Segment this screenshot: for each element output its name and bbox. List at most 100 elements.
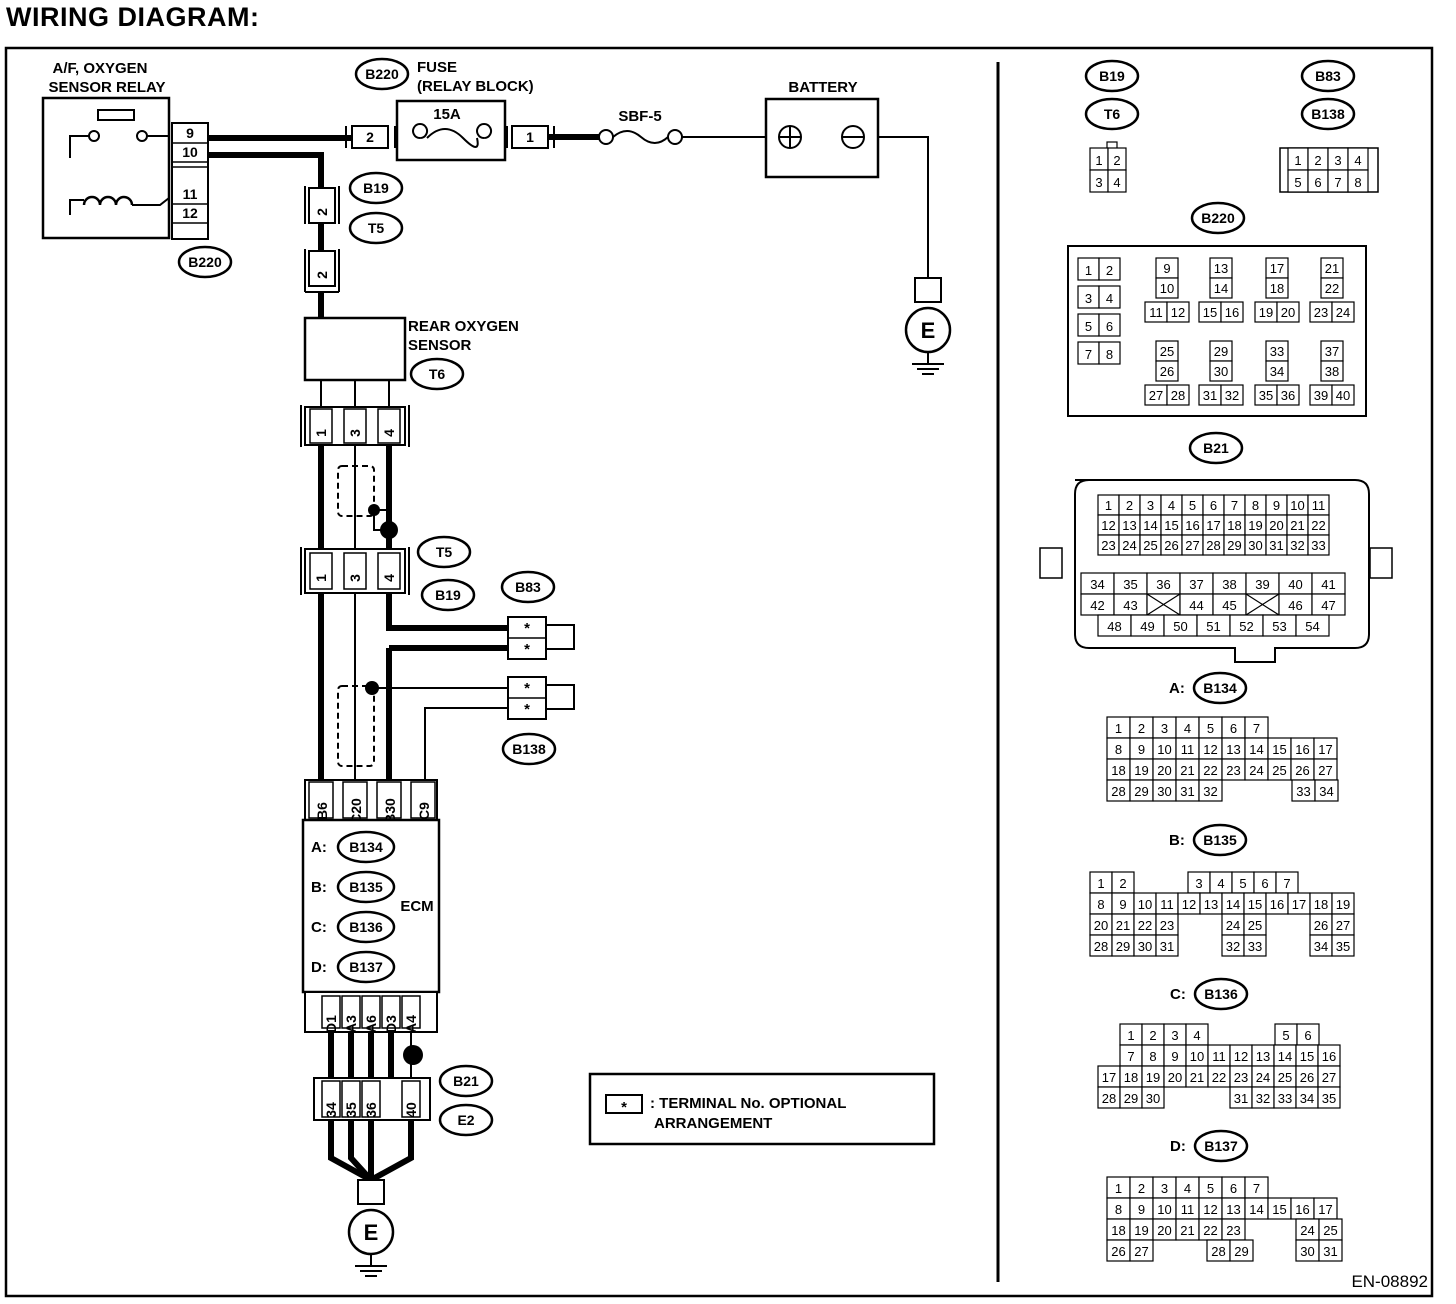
relay-label: A/F, OXYGEN (52, 60, 147, 77)
connector-pin: 2 (314, 208, 330, 216)
face-b135-pin: 25 (1248, 918, 1262, 933)
relay-wire (132, 197, 170, 206)
face-b134-pin: 2 (1138, 721, 1145, 736)
connector-tag-outline (438, 1064, 494, 1098)
face-b136-pin: 22 (1212, 1070, 1226, 1085)
sbf-end (598, 129, 614, 145)
connector-tag-outline (1188, 431, 1244, 465)
face-b136-pin: 13 (1256, 1049, 1270, 1064)
face-b220-pin: 32 (1225, 388, 1239, 403)
rear-o2-label: SENSOR (408, 337, 472, 354)
face-b135-pin: 8 (1097, 897, 1104, 912)
face-b136-pin: 2 (1149, 1028, 1156, 1043)
face-b137-pin: 30 (1300, 1244, 1314, 1259)
face-b220-pin: 21 (1325, 261, 1339, 276)
b21-pin: 34 (323, 1102, 339, 1118)
face-b135-pin: 14 (1226, 897, 1240, 912)
face-b21-pin: 44 (1189, 598, 1203, 613)
face-b220-pin: 11 (1149, 305, 1163, 320)
b21-pin: 40 (403, 1102, 419, 1118)
connector-tag-outline (409, 357, 465, 391)
face-b220-cell (1209, 360, 1233, 382)
face-b19-pin: 1 (1095, 153, 1102, 168)
face-b136-pin: 3 (1171, 1028, 1178, 1043)
face-b134-cell (1198, 779, 1223, 802)
face-b220-pin: 37 (1325, 344, 1339, 359)
face-b136-pin: 12 (1234, 1049, 1248, 1064)
face-b135-cell (1243, 934, 1267, 957)
connector-tag-outline (1192, 823, 1248, 857)
face-b137-pin: 8 (1115, 1202, 1122, 1217)
face-b136-pin: 35 (1322, 1091, 1336, 1106)
face-b21-pin: 27 (1185, 538, 1199, 553)
face-b21-pin: 45 (1222, 598, 1236, 613)
blank-cross (1245, 593, 1280, 616)
pin-cell (377, 552, 401, 590)
face-b21-pin: 20 (1269, 518, 1283, 533)
face-b220-pin: 4 (1106, 291, 1113, 306)
connector-tag-outline (336, 830, 396, 864)
face-b134-pin: 16 (1295, 742, 1309, 757)
relay-contact-bar (97, 109, 135, 121)
face-b134-pin: 27 (1318, 763, 1332, 778)
pin-cell (377, 408, 401, 444)
face-b135-pin: 17 (1292, 897, 1306, 912)
face-b21-pin: 21 (1290, 518, 1304, 533)
face-b220-cell (1331, 301, 1355, 323)
face-b136-pin: 1 (1127, 1028, 1134, 1043)
connector-tag-outline (348, 211, 404, 245)
face-b135-pin: 21 (1116, 918, 1130, 933)
face-b220-pin: 16 (1225, 305, 1239, 320)
face-b137-pin: 3 (1161, 1181, 1168, 1196)
face-b83-pin: 7 (1334, 175, 1341, 190)
pin-cell (341, 1080, 361, 1118)
face-b220-pin: 36 (1281, 388, 1295, 403)
face-b136-pin: 7 (1127, 1049, 1134, 1064)
sbf-label: SBF-5 (618, 108, 661, 125)
connector-tag-outline (1193, 977, 1249, 1011)
face-b21-pin: 25 (1143, 538, 1157, 553)
face-b135-pin: 10 (1138, 897, 1152, 912)
ecm-connector-letter: A: (311, 839, 327, 856)
face-b136-pin: 19 (1146, 1070, 1160, 1085)
relay-wire (69, 199, 84, 215)
ground-lug (357, 1179, 385, 1205)
face-b136-cell (1141, 1086, 1165, 1109)
face-b220-cell (1331, 384, 1355, 406)
relay-pin: 12 (182, 205, 198, 221)
pin-cell (309, 408, 333, 444)
wire-ground (369, 1120, 414, 1183)
face-b137-pin: 7 (1253, 1181, 1260, 1196)
face-b137-pin: 10 (1157, 1202, 1171, 1217)
connector-tag: B220 (365, 66, 399, 82)
ecm-connector-letter: C: (311, 919, 327, 936)
relay-label: SENSOR RELAY (49, 79, 166, 96)
face-b136-pin: 28 (1102, 1091, 1116, 1106)
pin-cell (361, 1080, 381, 1118)
face-b136-pin: 26 (1300, 1070, 1314, 1085)
ecm-top-pin: C9 (416, 802, 432, 820)
face-b220-pin: 33 (1270, 344, 1284, 359)
connector-b19 (308, 187, 336, 224)
face-b220-pin: 10 (1160, 281, 1174, 296)
face-prefix: D: (1170, 1138, 1186, 1155)
face-b220-pin: 7 (1085, 347, 1092, 362)
face-b135-pin: 5 (1239, 876, 1246, 891)
face-b134-pin: 4 (1184, 721, 1191, 736)
ecm-connector-letter: D: (311, 959, 327, 976)
connector-tag-outline (336, 910, 396, 944)
legend-star: * (621, 1099, 627, 1116)
face-b135-pin: 2 (1119, 876, 1126, 891)
face-b220-cell (1098, 341, 1121, 365)
face-b134-pin: 22 (1203, 763, 1217, 778)
face-b21-pin: 50 (1173, 619, 1187, 634)
face-b135-pin: 30 (1138, 939, 1152, 954)
face-b220-pin: 28 (1171, 388, 1185, 403)
face-b220-cell (1166, 384, 1190, 406)
connector-pin: 2 (314, 271, 330, 279)
face-b135-pin: 32 (1226, 939, 1240, 954)
face-b21-cell (1307, 534, 1330, 556)
face-b134-pin: 21 (1180, 763, 1194, 778)
face-b220-pin: 15 (1203, 305, 1217, 320)
face-b137-pin: 25 (1323, 1223, 1337, 1238)
